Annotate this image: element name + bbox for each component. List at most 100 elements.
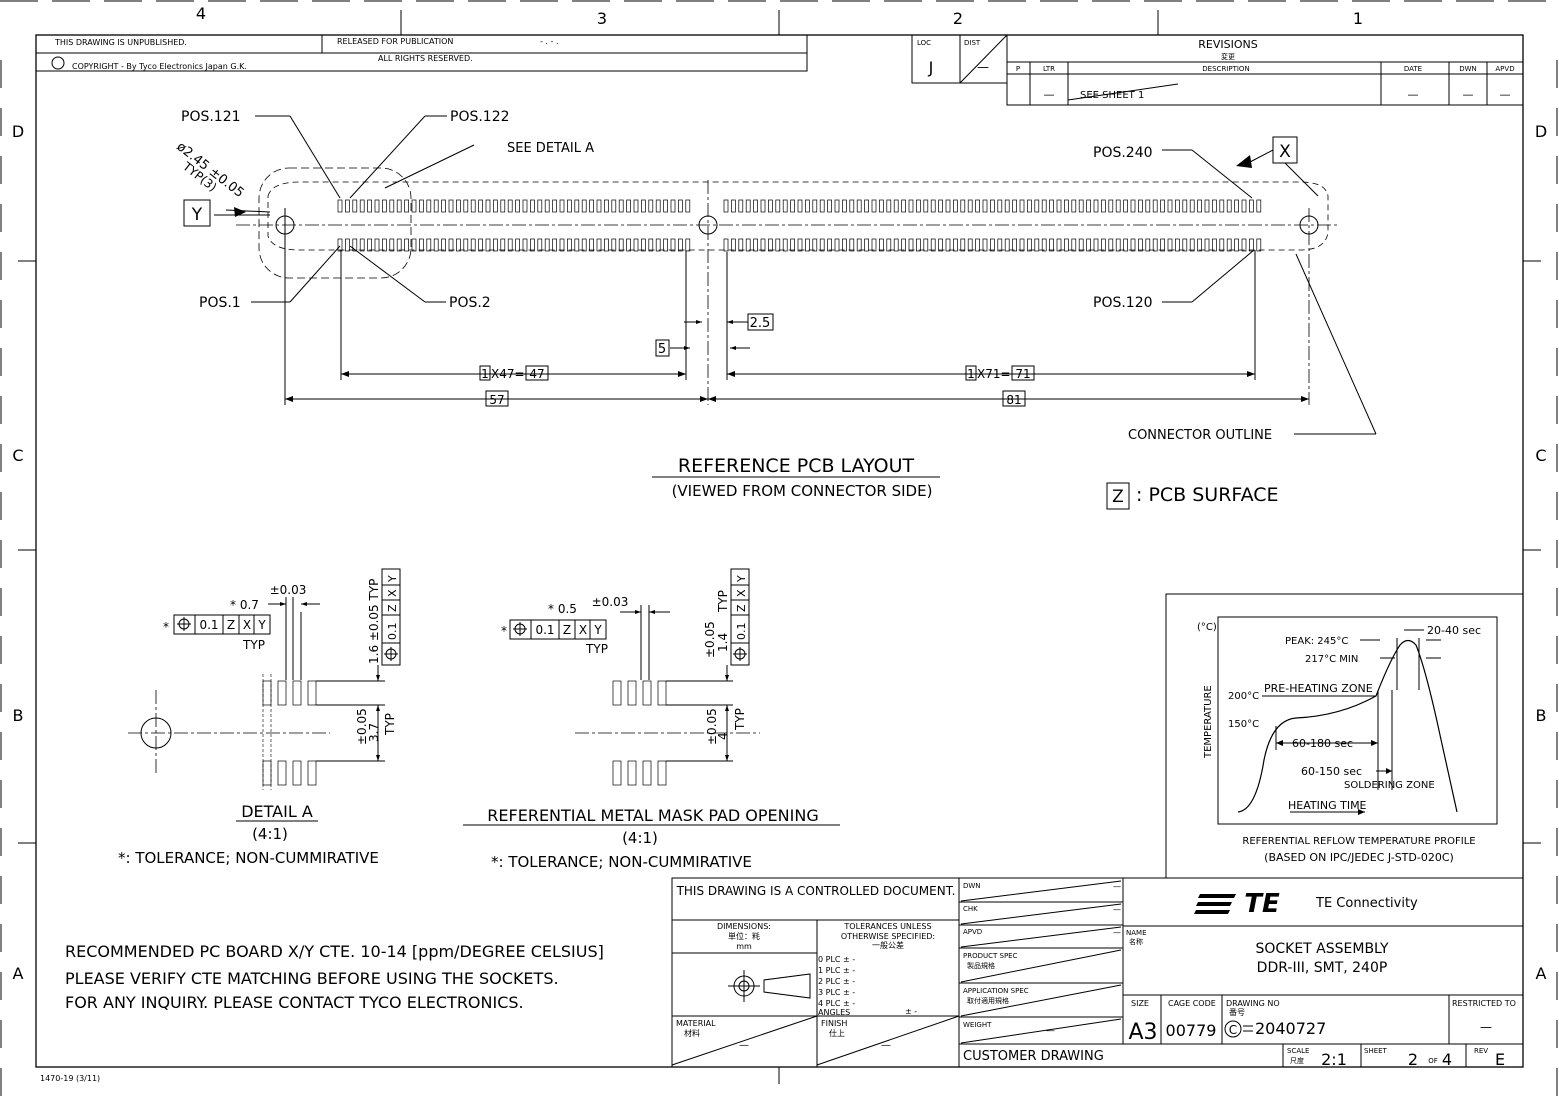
reflow-200: 200°C xyxy=(1228,691,1259,702)
note-verify: PLEASE VERIFY CTE MATCHING BEFORE USING … xyxy=(65,969,559,988)
reflow-curve xyxy=(1237,639,1458,813)
detail-a-fcf-z: Z xyxy=(227,618,235,632)
zone-left-a: A xyxy=(13,964,24,983)
dwn-label: DWN xyxy=(963,882,981,890)
loc-label: LOC xyxy=(917,39,931,47)
pad xyxy=(967,238,973,252)
rev-header-p: P xyxy=(1016,65,1020,73)
pad xyxy=(975,238,980,252)
rev-header-date: DATE xyxy=(1404,65,1422,73)
pad xyxy=(886,199,892,213)
revisions-title-jp: 変更 xyxy=(1221,52,1235,61)
pos121-label: POS.121 xyxy=(181,109,241,125)
detail-a-vdim-37-tol: ±0.05 xyxy=(355,708,369,745)
detail-a-fcf-x: X xyxy=(243,618,251,632)
pad xyxy=(1123,238,1128,252)
pad xyxy=(797,238,803,252)
product-spec-jp: 製品規格 xyxy=(967,961,995,970)
dwg-number: 2040727 xyxy=(1255,1019,1326,1038)
pad xyxy=(396,199,402,213)
material-jp: 材料 xyxy=(684,1028,700,1038)
pad xyxy=(389,238,395,252)
reflow-ylabel: TEMPERATURE xyxy=(1203,685,1214,759)
plc-4: 4 PLC ± - xyxy=(818,999,855,1008)
pad xyxy=(448,238,454,252)
pad xyxy=(1204,199,1210,213)
pad xyxy=(485,238,491,252)
pad xyxy=(419,238,424,252)
mask-fcf-tol: 0.1 xyxy=(535,623,554,637)
dwn-value: — xyxy=(1113,882,1121,891)
application-spec-label: APPLICATION SPEC xyxy=(963,987,1029,995)
pad xyxy=(856,238,862,252)
sheet-label: SHEET xyxy=(1364,1047,1388,1055)
pad xyxy=(805,199,810,213)
detail-a-fcf-y: Y xyxy=(257,618,266,632)
dim-57: 57 xyxy=(489,393,504,407)
pad xyxy=(893,199,899,213)
pad xyxy=(426,199,432,213)
datum-x: X xyxy=(1279,142,1291,162)
scale-jp: 尺度 xyxy=(1290,1056,1304,1065)
angles-value: ± - xyxy=(905,1007,917,1016)
pad xyxy=(419,199,424,213)
detail-a-boundary xyxy=(258,167,412,279)
pad xyxy=(426,238,432,252)
datum-z-box xyxy=(1106,482,1130,510)
dim-47: 47 xyxy=(529,367,544,381)
cage-value: 00779 xyxy=(1166,1021,1217,1040)
pad xyxy=(827,238,832,252)
pad xyxy=(522,199,528,213)
name-jp: 名称 xyxy=(1129,937,1143,946)
pad xyxy=(1108,238,1114,252)
pad xyxy=(908,238,914,252)
pad xyxy=(1234,199,1239,213)
pad xyxy=(537,238,543,252)
pad xyxy=(359,199,365,213)
pad xyxy=(493,199,498,213)
detail-a-scale: (4:1) xyxy=(252,825,288,843)
pad xyxy=(819,238,825,252)
pad xyxy=(618,199,624,213)
pad xyxy=(655,199,661,213)
reflow-217: 217°C MIN xyxy=(1305,654,1358,665)
copyright-icon xyxy=(51,56,65,70)
pad xyxy=(456,199,461,213)
release-date: - . - . xyxy=(540,37,559,46)
pad xyxy=(760,199,766,213)
pad xyxy=(731,199,736,213)
pad xyxy=(1130,199,1136,213)
pad xyxy=(1004,238,1010,252)
apvd-value: — xyxy=(1113,928,1121,937)
mask-fcf-x: X xyxy=(579,623,587,637)
pad xyxy=(389,199,395,213)
datum-x-box xyxy=(1272,136,1298,164)
pad xyxy=(1027,199,1032,213)
zone-top-1: 1 xyxy=(1353,9,1363,28)
rev-value: E xyxy=(1495,1050,1505,1069)
weight-value: — xyxy=(1046,1026,1055,1036)
pad xyxy=(997,238,1003,252)
te-logo-icon: TE xyxy=(1194,889,1280,919)
size-label: SIZE xyxy=(1131,999,1149,1008)
pad xyxy=(982,238,988,252)
reflow-basis: (BASED ON IPC/JEDEC J-STD-020C) xyxy=(1264,851,1454,864)
pad xyxy=(1064,238,1069,252)
pad xyxy=(1249,199,1254,213)
pad xyxy=(626,199,631,213)
pad xyxy=(574,199,580,213)
detail-a-tol-003: ±0.03 xyxy=(270,583,307,597)
mask-fcf-y: Y xyxy=(593,623,602,637)
pad xyxy=(1212,238,1217,252)
pad xyxy=(812,238,818,252)
zone-top-2: 2 xyxy=(953,9,963,28)
pad xyxy=(805,238,810,252)
pad xyxy=(500,199,506,213)
pad xyxy=(768,199,773,213)
reflow-60150: 60-150 sec xyxy=(1301,765,1362,778)
pad xyxy=(559,199,565,213)
pad xyxy=(345,238,350,252)
pad xyxy=(507,199,513,213)
pad xyxy=(923,238,929,252)
